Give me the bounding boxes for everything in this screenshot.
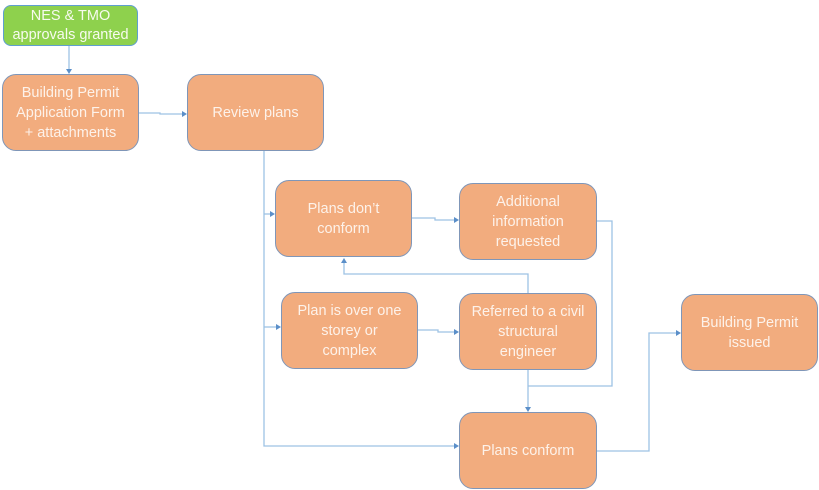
node-label-line: storey or xyxy=(321,322,378,339)
node-label-line: + attachments xyxy=(24,124,117,141)
node-approvals-granted: NES & TMO approvals granted xyxy=(3,5,138,46)
node-label-line: approvals granted xyxy=(12,26,129,43)
node-referred-to-engineer: Referred to a civil structural engineer xyxy=(459,293,597,370)
edge-application-to-review xyxy=(138,112,182,115)
node-label-line: complex xyxy=(322,342,377,359)
node-plans-dont-conform: Plans don’t conform xyxy=(275,180,412,257)
node-label-line: information xyxy=(492,213,564,230)
node-label-line: Plans don’t xyxy=(307,200,380,217)
node-label-line: structural xyxy=(498,323,558,340)
edge-plans-conform-to-permit-issued xyxy=(596,332,676,452)
arrow-icon xyxy=(182,111,187,117)
arrow-icon xyxy=(454,329,459,335)
edge-additional-info-to-plans-conform xyxy=(528,220,613,387)
node-label-line: Application Form xyxy=(16,104,125,121)
node-label-line: engineer xyxy=(499,343,557,360)
node-application-form: Building Permit Application Form + attac… xyxy=(2,74,139,151)
node-additional-information-requested: Additional information requested xyxy=(459,183,597,260)
arrow-icon xyxy=(454,443,459,449)
node-label-line: conform xyxy=(317,220,370,237)
node-review-plans: Review plans xyxy=(187,74,324,151)
edge-referred-to-dont-conform xyxy=(343,263,529,293)
node-plan-over-one-storey: Plan is over one storey or complex xyxy=(281,292,418,369)
node-label-line: Plans conform xyxy=(481,442,575,459)
arrow-icon xyxy=(676,330,681,336)
arrow-icon xyxy=(66,69,72,74)
arrow-icon xyxy=(276,324,281,330)
node-label-line: Referred to a civil xyxy=(471,303,585,320)
node-plans-conform: Plans conform xyxy=(459,412,597,489)
arrow-icon xyxy=(454,217,459,223)
node-label-line: requested xyxy=(495,233,561,250)
edge-over-one-storey-to-referred xyxy=(418,329,454,333)
node-label-line: Plan is over one xyxy=(297,302,402,319)
node-label-line: Additional xyxy=(496,193,560,210)
edge-dont-conform-to-additional-info xyxy=(412,217,454,221)
edge-review-trunk xyxy=(263,151,454,447)
node-label-line: Building Permit xyxy=(21,84,120,101)
arrow-icon xyxy=(341,258,347,263)
node-label-line: NES & TMO xyxy=(30,7,111,24)
arrow-icon xyxy=(270,211,275,217)
arrow-icon xyxy=(525,407,531,412)
node-label-line: Building Permit xyxy=(700,314,799,331)
node-building-permit-issued: Building Permit issued xyxy=(681,294,818,371)
node-label-line: issued xyxy=(728,334,771,351)
node-label-line: Review plans xyxy=(212,104,299,121)
